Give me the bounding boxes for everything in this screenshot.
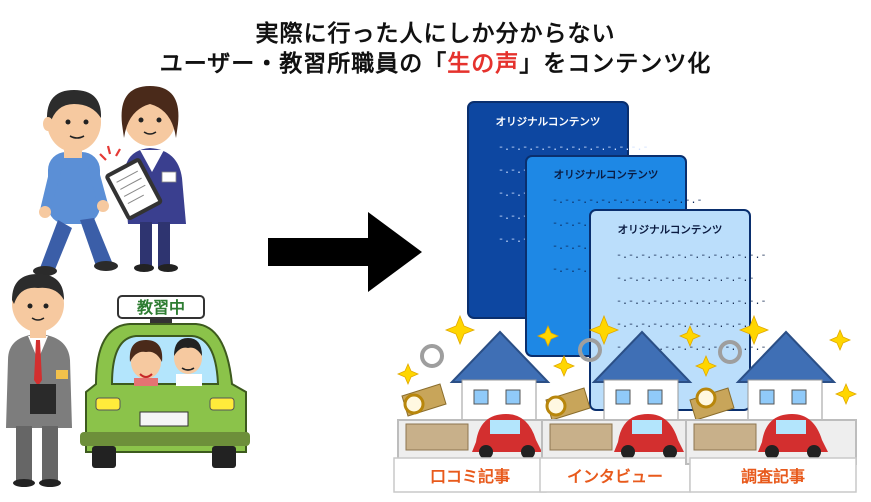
instructor-man-figure xyxy=(6,274,72,487)
headline-suffix: 」をコンテンツ化 xyxy=(519,51,712,77)
document-middle-title: オリジナルコンテンツ xyxy=(554,169,659,181)
box-kuchikomi: 口コミ記事 xyxy=(393,330,551,493)
walking-man-figure xyxy=(33,90,118,276)
headline-prefix: ユーザー・教習所職員の「 xyxy=(159,51,448,77)
box-chousa: 調査記事 xyxy=(685,330,857,493)
box-interview: インタビュー xyxy=(539,330,693,493)
driving-school-car: 教習中 xyxy=(80,295,250,468)
label-kuchikomi: 口コミ記事 xyxy=(430,467,510,486)
car-sign-text: 教習中 xyxy=(137,298,185,317)
label-interview: インタビュー xyxy=(567,467,663,486)
staff-woman-figure xyxy=(99,86,186,272)
document-back-title: オリジナルコンテンツ xyxy=(496,116,601,128)
headline-highlight: 生の声 xyxy=(447,51,520,77)
document-front-line: -.-.-.-.-.-.-.-.-.-.-.-.- xyxy=(616,250,767,261)
headline-line-2: ユーザー・教習所職員の「生の声」をコンテンツ化 xyxy=(0,44,871,78)
document-front-line: -.-.-.-.-.-.-.-.-.-.-.- xyxy=(616,319,754,330)
document-front-line: -.-.-.-.-.-.-.-.-.-.-.-.- xyxy=(616,342,767,353)
label-chousa: 調査記事 xyxy=(741,467,805,486)
document-back-line: -.-.-.-.-.-.-.-.-.-.-.-.- xyxy=(498,142,649,153)
sparkle-icons xyxy=(396,314,858,406)
document-front-title: オリジナルコンテンツ xyxy=(618,224,723,236)
document-front-line: -.-.-.-.-.-.-.-.-.-.-.- xyxy=(616,273,754,284)
document-front-line: -.-.-.-.-.-.-.-.-.-.-.-.- xyxy=(616,296,767,307)
document-middle-line: -.-.-.-.-.-.-.-.-.-.-.-.- xyxy=(552,195,703,206)
right-arrow-icon xyxy=(268,212,422,292)
headline-line-1: 実際に行った人にしか分からない xyxy=(255,21,616,47)
